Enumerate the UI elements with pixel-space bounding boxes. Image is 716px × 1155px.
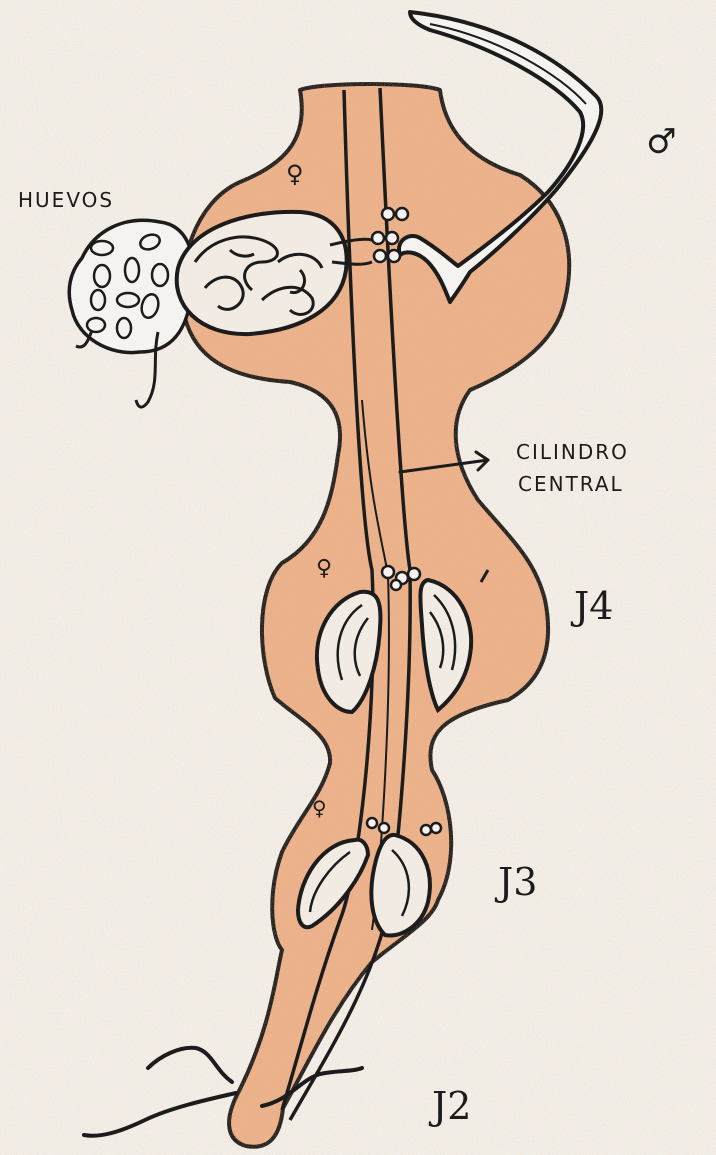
j3-right-nematode [371, 835, 429, 935]
label-j3: J3 [498, 860, 537, 904]
label-j4: J4 [574, 584, 613, 628]
label-male-symbol: ♂ [646, 122, 676, 162]
label-j2: J2 [432, 1084, 471, 1128]
label-female-top: ♀ [286, 160, 304, 188]
label-female-j3: ♀ [312, 796, 327, 820]
label-cilindro: CILINDRO [516, 440, 629, 464]
label-female-j4: ♀ [316, 556, 332, 581]
label-huevos: HUEVOS [18, 188, 114, 212]
label-central: CENTRAL [518, 472, 624, 496]
